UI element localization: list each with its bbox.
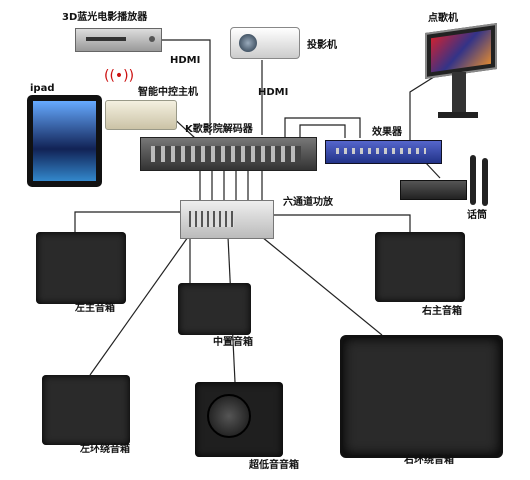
- left-surround-label: 左环绕音箱: [80, 444, 130, 455]
- line-bluray-decoder: [150, 39, 211, 135]
- mic-1: [470, 155, 476, 205]
- subwoofer-label: 超低音音箱: [249, 460, 299, 471]
- mic-2: [482, 158, 488, 206]
- hdmi-label-right: HDMI: [258, 87, 289, 98]
- effects-label: 效果器: [372, 127, 402, 138]
- smart-controller: [105, 100, 177, 130]
- projector-label: 投影机: [307, 40, 337, 51]
- projector: [230, 27, 300, 59]
- center-label: 中置音箱: [213, 337, 253, 348]
- effects-unit: [325, 140, 442, 164]
- controller-label: 智能中控主机: [138, 87, 198, 98]
- karaoke-base: [438, 112, 478, 118]
- ipad-label: ipad: [30, 83, 55, 94]
- right-main-speaker: [375, 232, 465, 302]
- line-amp-rightsurround: [261, 236, 383, 336]
- line-karaoke-effects: [409, 69, 446, 140]
- hdmi-label-left: HDMI: [170, 55, 201, 66]
- line-amp-rightmain: [272, 214, 411, 232]
- wifi-icon: ((•)): [104, 68, 135, 84]
- bluray-label: 3D蓝光电影播放器: [62, 12, 148, 23]
- amp-label: 六通道功放: [283, 197, 333, 208]
- line-effects-mic: [424, 161, 441, 179]
- karaoke-stand: [452, 72, 466, 114]
- line-decoder-effects: [284, 117, 361, 140]
- line-amp-leftsurround: [89, 236, 189, 376]
- karaoke-label: 点歌机: [428, 13, 458, 24]
- ipad: [27, 95, 102, 187]
- bluray-player: [75, 28, 162, 52]
- subwoofer: [195, 382, 283, 457]
- line-decoder-effects-2: [299, 124, 346, 140]
- right-surround-label: 右环绕音箱: [404, 455, 454, 466]
- right-surround-speaker: [340, 335, 503, 458]
- line-amp-leftmain: [74, 211, 182, 232]
- mic-label: 话筒: [467, 210, 487, 221]
- right-main-label: 右主音箱: [422, 306, 462, 317]
- center-speaker: [178, 283, 251, 335]
- amplifier: [180, 200, 274, 239]
- mic-receiver: [400, 180, 467, 200]
- decoder: [140, 137, 317, 171]
- decoder-label: K歌影院解码器: [185, 124, 253, 135]
- left-main-label: 左主音箱: [75, 303, 115, 314]
- left-surround-speaker: [42, 375, 130, 445]
- left-main-speaker: [36, 232, 126, 304]
